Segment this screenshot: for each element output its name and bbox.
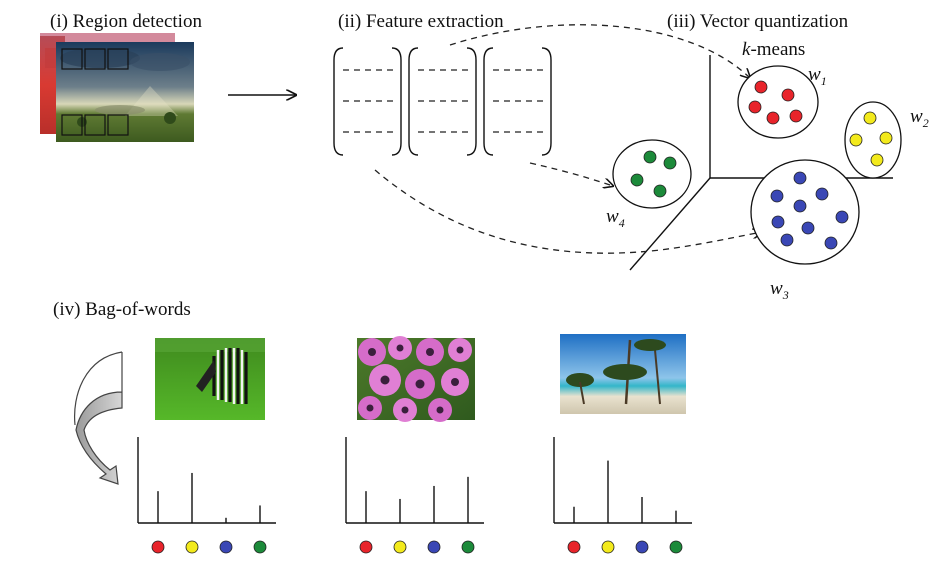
histogram-word-dot	[635, 540, 649, 554]
flowers-image	[357, 336, 475, 422]
kmeans-label: k-means	[742, 39, 805, 60]
histogram-word-dot	[359, 540, 373, 554]
arrow-to-w1	[449, 24, 750, 78]
histogram-beach	[553, 437, 692, 554]
feature-vectors	[333, 47, 552, 156]
zebra-image	[155, 338, 265, 420]
beach-image	[560, 334, 686, 414]
cluster-w3-label: w3	[770, 278, 789, 302]
curved-funnel-arrow	[75, 352, 123, 485]
arrow-to-w4	[529, 162, 613, 186]
feature-vector-3	[483, 47, 552, 156]
cluster-w2-label: w2	[910, 106, 929, 130]
histogram-word-dot	[393, 540, 407, 554]
cluster-w3	[750, 159, 860, 265]
histogram-word-dot	[219, 540, 233, 554]
histogram-word-dot	[427, 540, 441, 554]
histograms	[137, 437, 692, 554]
feature-vector-2	[408, 47, 477, 156]
histogram-word-dot	[151, 540, 165, 554]
histogram-flowers	[345, 437, 484, 554]
arrow-to-w3	[374, 169, 762, 254]
step-region-detection-label: (i) Region detection	[50, 11, 202, 32]
cluster-w1-label: w1	[808, 64, 827, 88]
cluster-w1	[737, 65, 819, 139]
mapping-arrows	[374, 24, 762, 254]
cluster-w4	[612, 139, 692, 209]
histogram-word-dot	[461, 540, 475, 554]
histogram-zebra	[137, 437, 276, 554]
histogram-word-dot	[669, 540, 683, 554]
step-bag-of-words-label: (iv) Bag-of-words	[53, 299, 191, 320]
histogram-word-dot	[253, 540, 267, 554]
funnel-outline	[73, 351, 123, 426]
region-detection-images	[40, 33, 194, 142]
step-vector-quantization-label: (iii) Vector quantization	[667, 11, 849, 32]
feature-vector-1	[333, 47, 402, 156]
cluster-w4-label: w4	[606, 206, 625, 230]
cluster-w2	[844, 101, 902, 179]
region-boxes	[61, 48, 129, 136]
histogram-word-dot	[185, 540, 199, 554]
step-feature-extraction-label: (ii) Feature extraction	[338, 11, 504, 32]
histogram-word-dot	[567, 540, 581, 554]
histogram-word-dot	[601, 540, 615, 554]
